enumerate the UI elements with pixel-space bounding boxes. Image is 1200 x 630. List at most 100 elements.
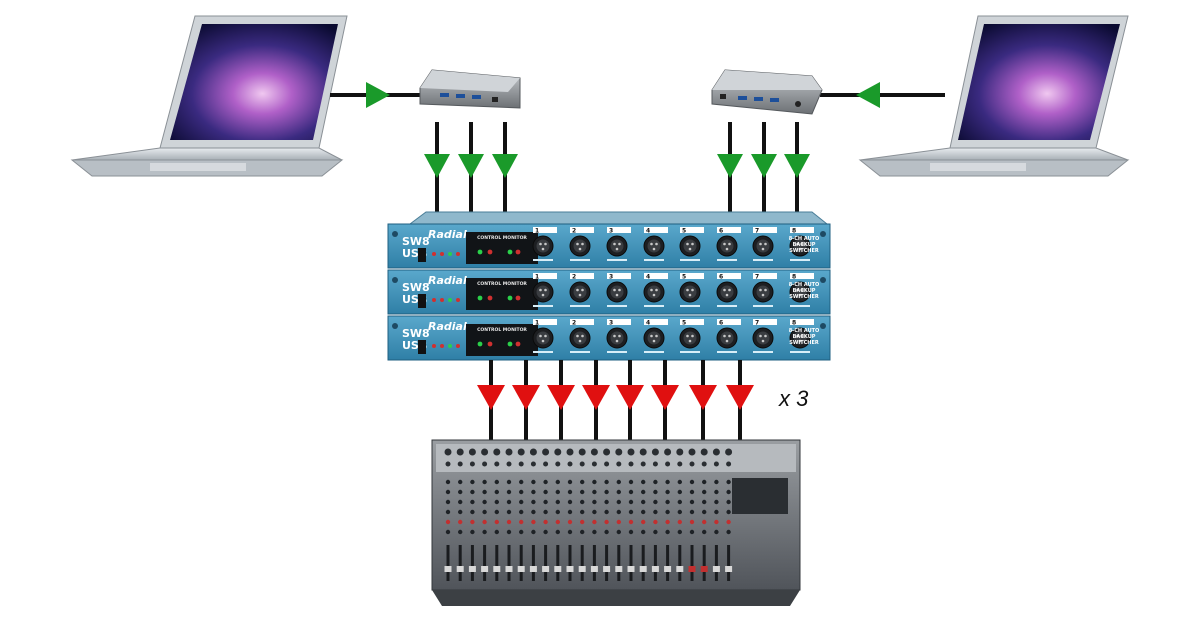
side-label-line3: SWITCHER [789,248,819,254]
control-monitor-label: CONTROL MONITOR [477,327,527,333]
power-switch [418,248,426,262]
mixer-channel-strip [554,448,562,581]
channel-8: 8 [789,227,814,261]
channel-5: 5 [679,273,704,307]
channel-number: 4 [646,320,650,327]
side-label-line2: BACKUP [793,334,816,340]
power-switch [418,294,426,308]
mixer [431,439,801,606]
channel-8: 8 [789,319,814,353]
channel-number: 3 [609,274,613,281]
channel-number: 3 [609,320,613,327]
channel-number: 4 [646,274,650,281]
laptop-left [70,15,348,177]
mixer-channel-strip [603,448,611,581]
model-line1: SW8 [402,235,430,248]
mixer-channel-strip [664,448,672,581]
mixer-channel-strip [481,448,489,581]
channel-number: 7 [755,228,759,235]
channel-7: 7 [752,273,777,307]
side-label-line1: 8-CH AUTO [789,282,820,288]
channel-number: 7 [755,320,759,327]
channel-number: 6 [719,228,723,235]
channel-number: 6 [719,320,723,327]
side-label-line2: BACKUP [793,288,816,294]
mixer-channel-strip [676,448,684,581]
channel-number: 2 [572,228,576,235]
mixer-channel-strip [456,448,464,581]
control-monitor-label: CONTROL MONITOR [477,235,527,241]
channel-1: 1 [532,319,557,353]
brand-logo: Radial [428,320,467,333]
arrow-laptop-to-hub-right [856,82,880,108]
mixer-channel-strip [505,448,513,581]
mixer-channel-strip [651,448,659,581]
output-arrow [726,385,754,410]
channel-7: 7 [752,227,777,261]
output-arrow [616,385,644,410]
mixer-channel-strip [566,448,574,581]
laptop-right [858,15,1130,177]
channel-number: 5 [682,274,686,281]
usb-hub-left [419,69,521,109]
channel-6: 6 [716,319,741,353]
channel-number: 8 [792,320,796,327]
channel-3: 3 [606,227,631,261]
model-line1: SW8 [402,281,430,294]
channel-7: 7 [752,319,777,353]
side-label-line1: 8-CH AUTO [789,236,820,242]
channel-number: 2 [572,320,576,327]
hub-rack-cables [435,122,799,212]
mixer-channel-strip [615,448,623,581]
control-monitor-panel [466,278,538,310]
side-label-line3: SWITCHER [789,340,819,346]
model-line1: SW8 [402,327,430,340]
mixer-channel-strip [542,448,550,581]
channel-4: 4 [643,319,668,353]
mixer-channel-strip [468,448,476,581]
input-arrows [424,154,810,178]
control-monitor-label: CONTROL MONITOR [477,281,527,287]
mixer-channel-strip [700,448,708,581]
channel-number: 1 [535,320,539,327]
channel-number: 2 [572,274,576,281]
channel-2: 2 [569,273,594,307]
mixer-channel-strip [627,448,635,581]
mixer-channel-strip [493,448,501,581]
mixer-channel-strip [688,448,696,581]
output-arrow [689,385,717,410]
channel-3: 3 [606,273,631,307]
control-monitor-panel [466,324,538,356]
channel-number: 8 [792,274,796,281]
output-arrow [477,385,505,410]
mixer-channel-strip [517,448,525,581]
mixer-channel-strip [590,448,598,581]
mixer-channel-strip [578,448,586,581]
output-arrow [547,385,575,410]
mixer-channel-strip [712,448,720,581]
mixer-channel-strip [725,448,733,581]
rack-top [408,211,829,225]
channel-number: 6 [719,274,723,281]
brand-logo: Radial [428,228,467,241]
channel-8: 8 [789,273,814,307]
arrow-laptop-to-hub-left [366,82,390,108]
channel-number: 1 [535,228,539,235]
mixer-channel-strip [639,448,647,581]
channel-2: 2 [569,319,594,353]
control-monitor-panel [466,232,538,264]
output-arrow [651,385,679,410]
channel-number: 1 [535,274,539,281]
brand-logo: Radial [428,274,467,287]
channel-number: 5 [682,228,686,235]
multiplier-label: x 3 [779,386,809,411]
channel-number: 4 [646,228,650,235]
power-switch [418,340,426,354]
usb-hub-right [711,69,823,115]
channel-5: 5 [679,227,704,261]
channel-6: 6 [716,273,741,307]
